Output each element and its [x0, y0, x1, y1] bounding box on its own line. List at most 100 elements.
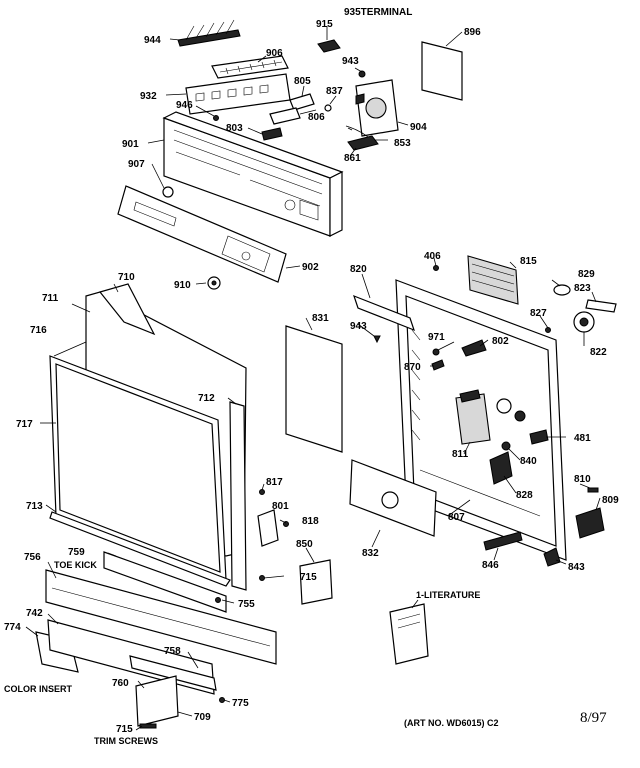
label-902: 902	[302, 262, 319, 273]
part-902-front-panel	[117, 185, 287, 283]
label-823: 823	[574, 283, 591, 294]
label-713: 713	[26, 501, 43, 512]
callout-labels: 935TERMINAL 944 915 896 906 943 805 837 …	[4, 7, 619, 746]
footer-date: 8/97	[580, 710, 607, 726]
label-712: 712	[198, 393, 215, 404]
label-710: 710	[118, 272, 135, 283]
label-815: 815	[520, 256, 537, 267]
label-932: 932	[140, 91, 157, 102]
footer-art-no: (ART NO. WD6015) C2	[404, 718, 499, 728]
part-805-bracket	[289, 93, 315, 111]
label-481: 481	[574, 433, 591, 444]
label-822: 822	[590, 347, 607, 358]
caption-toe-kick: TOE KICK	[54, 560, 97, 570]
part-850-bracket	[299, 559, 333, 605]
literature-booklet	[389, 603, 429, 665]
label-904: 904	[410, 122, 427, 133]
label-944: 944	[144, 35, 161, 46]
label-809: 809	[602, 495, 619, 506]
part-915-connector	[317, 39, 341, 53]
label-807: 807	[448, 512, 465, 523]
label-709: 709	[194, 712, 211, 723]
label-758: 758	[164, 646, 181, 657]
part-896-card	[421, 41, 463, 101]
label-829: 829	[578, 269, 595, 280]
caption-literature: 1-LITERATURE	[416, 590, 480, 600]
label-846: 846	[482, 560, 499, 571]
label-806: 806	[308, 112, 325, 123]
label-915: 915	[316, 19, 333, 30]
label-828: 828	[516, 490, 533, 501]
part-906-switch-strip	[211, 55, 289, 79]
caption-trim-screws: TRIM SCREWS	[94, 736, 158, 746]
part-832-panel	[349, 459, 437, 537]
label-827: 827	[530, 308, 547, 319]
part-901-control-panel	[162, 111, 344, 237]
label-861: 861	[344, 153, 361, 164]
part-822-wheel	[573, 311, 595, 333]
label-774: 774	[4, 622, 21, 633]
label-759: 759	[68, 547, 85, 558]
part-932-switch-block	[185, 73, 291, 115]
label-906: 906	[266, 48, 283, 59]
part-806-plate	[269, 107, 301, 125]
label-820: 820	[350, 264, 367, 275]
part-709-760-bracket	[135, 675, 179, 727]
label-910: 910	[174, 280, 191, 291]
part-943-screw	[358, 70, 366, 78]
label-840: 840	[520, 456, 537, 467]
part-829-cap	[553, 284, 571, 296]
label-971: 971	[428, 332, 445, 343]
part-716-door-panel	[49, 355, 227, 581]
label-756: 756	[24, 552, 41, 563]
part-944-harness	[177, 19, 241, 47]
part-815-vent	[467, 255, 519, 305]
part-831-panel	[285, 325, 343, 453]
label-907: 907	[128, 159, 145, 170]
label-716: 716	[30, 325, 47, 336]
label-843: 843	[568, 562, 585, 573]
label-760: 760	[112, 678, 129, 689]
label-711: 711	[42, 293, 59, 304]
label-818: 818	[302, 516, 319, 527]
label-801: 801	[272, 501, 289, 512]
label-943-lower: 943	[350, 321, 367, 332]
part-809-hinge	[575, 507, 605, 539]
label-901: 901	[122, 139, 139, 150]
label-837: 837	[326, 86, 343, 97]
label-943-top: 943	[342, 56, 359, 67]
label-775: 775	[232, 698, 249, 709]
label-715-lower: 715	[116, 724, 133, 735]
label-802: 802	[492, 336, 509, 347]
part-861-bracket	[347, 135, 379, 151]
part-907-knob	[162, 186, 174, 198]
part-759-toe-kick	[103, 551, 227, 613]
part-910-grommet	[207, 276, 221, 290]
part-904-timer	[355, 79, 399, 137]
caption-color-insert: COLOR INSERT	[4, 684, 73, 694]
label-755: 755	[238, 599, 255, 610]
label-946: 946	[176, 100, 193, 111]
header-terminal-label: 935TERMINAL	[344, 7, 412, 18]
label-717: 717	[16, 419, 33, 430]
label-850: 850	[296, 539, 313, 550]
part-811-dispenser	[455, 389, 491, 445]
label-406: 406	[424, 251, 441, 262]
label-896: 896	[464, 27, 481, 38]
label-803: 803	[226, 123, 243, 134]
label-870: 870	[404, 362, 421, 373]
part-803-clip	[261, 127, 283, 141]
part-712-trim	[229, 401, 247, 591]
label-811: 811	[452, 449, 469, 460]
label-742: 742	[26, 608, 43, 619]
label-805: 805	[294, 76, 311, 87]
label-832: 832	[362, 548, 379, 559]
label-810: 810	[574, 474, 591, 485]
label-853: 853	[394, 138, 411, 149]
part-820-rail	[353, 294, 415, 332]
part-823-pin	[585, 299, 617, 313]
label-715-upper: 715	[300, 572, 317, 583]
label-831: 831	[312, 313, 329, 324]
part-756-kickplate	[45, 569, 277, 665]
